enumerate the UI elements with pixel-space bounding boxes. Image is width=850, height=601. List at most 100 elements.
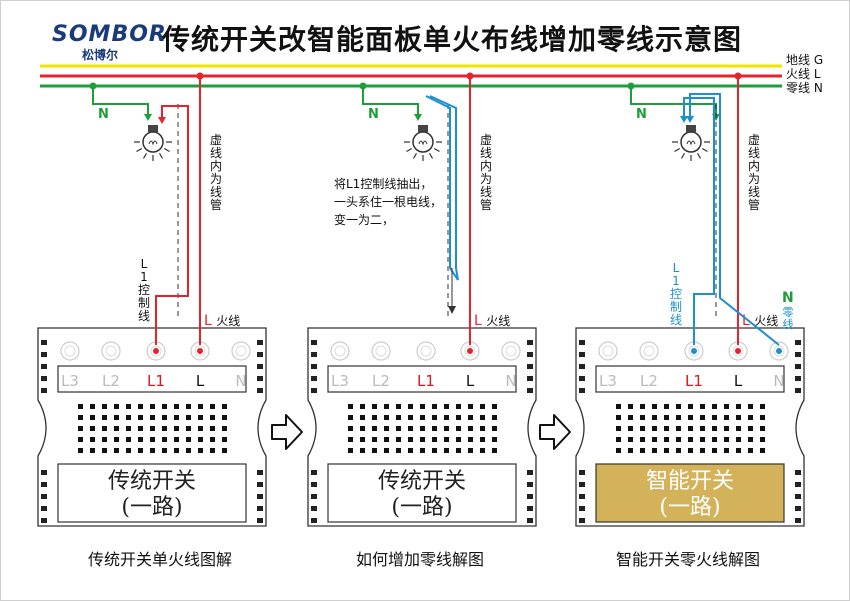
vent-dot <box>90 426 95 431</box>
side-dash <box>41 352 47 357</box>
switch-name-line1: 智能开关 <box>646 469 734 494</box>
vent-dot <box>652 415 657 420</box>
switch-name-line2: (一路) <box>391 495 452 520</box>
vent-dot <box>384 404 389 409</box>
vent-dot <box>664 426 669 431</box>
vent-dot <box>628 415 633 420</box>
conduit-label-char: 线 <box>480 185 492 199</box>
side-dash <box>257 388 263 393</box>
terminal-label-l2: L2 <box>372 372 390 390</box>
vent-dot <box>126 415 131 420</box>
terminal-label-l1: L1 <box>685 372 703 390</box>
neutral-arrowhead-2 <box>686 116 694 123</box>
bulb-ray <box>412 152 418 159</box>
vent-dot <box>628 404 633 409</box>
l1-label-char: L <box>141 257 148 271</box>
pulled-wire-a <box>425 95 459 281</box>
bulb-glass <box>412 131 434 153</box>
bulb-filament <box>686 140 696 146</box>
vent-dot <box>420 404 425 409</box>
vent-dot <box>384 415 389 420</box>
terminal-label-l3: L3 <box>599 372 617 390</box>
side-dash <box>257 506 263 511</box>
note-line-2: 一头系住一根电线， <box>334 195 442 209</box>
vent-dot <box>186 448 191 453</box>
pulled-arrowhead <box>448 306 456 314</box>
vent-dot <box>162 426 167 431</box>
neutral-to-bulb-wire <box>630 86 717 118</box>
vent-dot <box>676 448 681 453</box>
l1-arrowhead <box>680 116 688 123</box>
side-dash <box>795 470 801 475</box>
vent-dot <box>360 448 365 453</box>
side-dash <box>795 482 801 487</box>
vent-dot <box>420 437 425 442</box>
vent-dot <box>688 415 693 420</box>
terminal-label-l2: L2 <box>102 372 120 390</box>
conduit-label-char: 线 <box>748 185 760 199</box>
terminal-screw <box>330 341 350 361</box>
vent-dot <box>748 404 753 409</box>
side-dash <box>41 494 47 499</box>
brand-name: SOMBOR <box>52 22 167 47</box>
side-dash <box>257 376 263 381</box>
vent-dot <box>468 437 473 442</box>
l1-label-char: 控 <box>670 287 682 301</box>
vent-dot <box>480 426 485 431</box>
vent-dot <box>186 415 191 420</box>
side-dash <box>795 506 801 511</box>
vent-dot <box>198 437 203 442</box>
bulb-ray <box>142 152 148 159</box>
bulb-ray <box>674 147 681 153</box>
vent-dot <box>444 426 449 431</box>
vent-dot <box>78 415 83 420</box>
side-dash <box>257 352 263 357</box>
vent-dot <box>652 448 657 453</box>
vent-dot <box>664 415 669 420</box>
side-dash <box>579 388 585 393</box>
live-label-rest: 火线 <box>754 314 778 328</box>
vent-dot <box>700 404 705 409</box>
side-dash <box>795 364 801 369</box>
neutral-label-n: N <box>782 290 794 306</box>
brand-logo: SOMBOR 松博尔 <box>52 22 166 62</box>
caption-panel-1: 传统开关单火线图解 <box>87 550 232 569</box>
vent-dot <box>126 448 131 453</box>
vent-dot <box>126 404 131 409</box>
conduit-label-char: 虚 <box>748 133 760 147</box>
terminal-screw-inner <box>602 345 614 357</box>
side-dash <box>579 340 585 345</box>
vent-dot <box>360 426 365 431</box>
terminal-screw <box>371 341 391 361</box>
vent-dot <box>628 448 633 453</box>
vent-dot <box>408 404 413 409</box>
bulb-ray <box>158 152 164 159</box>
vent-dot <box>444 437 449 442</box>
n-label: N <box>368 107 379 122</box>
l1-terminal-dot <box>691 348 697 354</box>
terminal-screw <box>501 341 521 361</box>
vent-dot <box>222 415 227 420</box>
vent-dot <box>676 404 681 409</box>
side-dash <box>527 364 533 369</box>
vent-dot <box>222 437 227 442</box>
vent-dot <box>162 437 167 442</box>
vent-dot <box>432 415 437 420</box>
vent-dot <box>126 426 131 431</box>
terminal-label-l: L <box>734 372 743 390</box>
conduit-label-char: 内 <box>480 159 492 173</box>
vent-dot <box>348 448 353 453</box>
terminal-screw-inner <box>688 345 700 357</box>
live-label-rest: 火线 <box>486 314 510 328</box>
vent-dot <box>688 404 693 409</box>
live-label-l: L <box>204 313 216 329</box>
bulb-ray <box>696 152 702 159</box>
vent-dot <box>628 437 633 442</box>
vent-dot <box>384 437 389 442</box>
terminal-screw-inner <box>150 345 162 357</box>
vent-dot <box>114 404 119 409</box>
